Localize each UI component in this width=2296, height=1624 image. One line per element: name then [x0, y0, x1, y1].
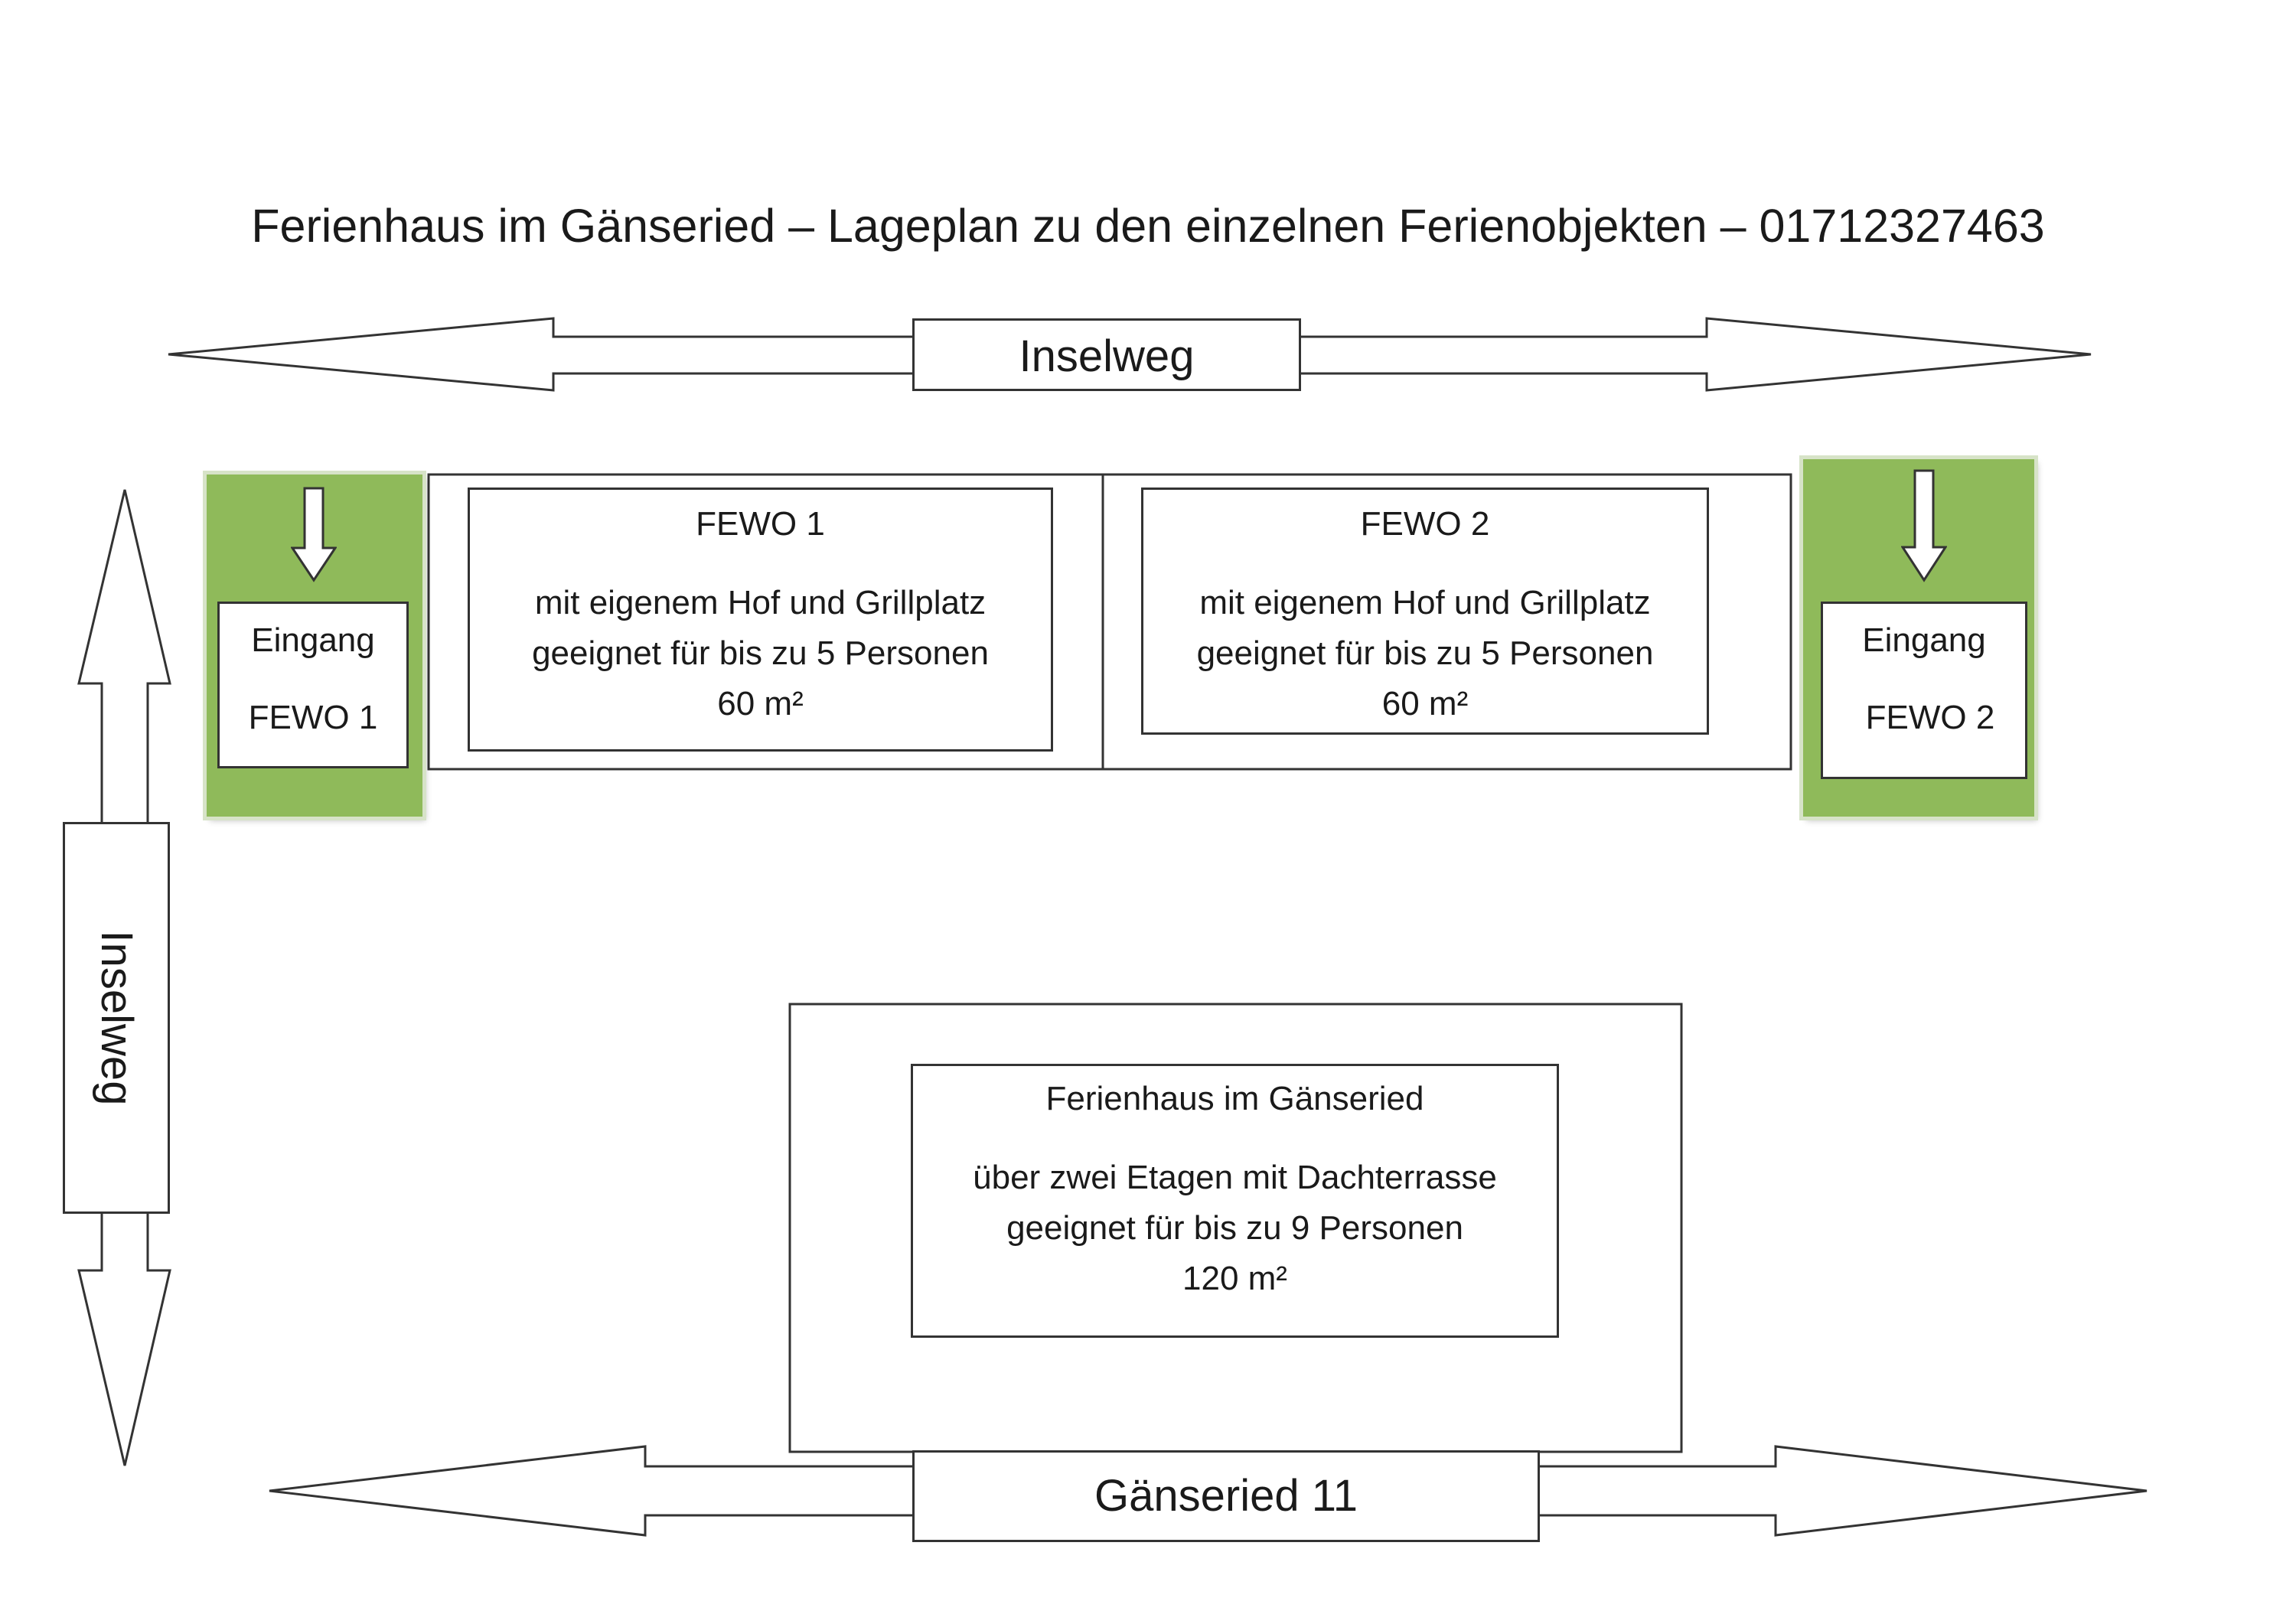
entrance-fewo-2-line1: Eingang [1862, 621, 1986, 659]
fewo-1-line3: 60 m² [717, 685, 804, 722]
house-line1: über zwei Etagen mit Dachterrasse [973, 1159, 1497, 1196]
fewo-1-line2: geeignet für bis zu 5 Personen [532, 634, 989, 672]
fewo-2-line3: 60 m² [1381, 685, 1469, 722]
fewo-2-line2: geeignet für bis zu 5 Personen [1196, 634, 1654, 672]
fewo-1-title: FEWO 1 [696, 505, 825, 543]
fewo-1-box: FEWO 1 mit eigenem Hof und Grillplatz ge… [468, 488, 1053, 752]
fewo-2-line1: mit eigenem Hof und Grillplatz [1199, 584, 1651, 621]
house-line3: 120 m² [1182, 1260, 1287, 1297]
arrow-down-icon [291, 487, 337, 582]
left-road-label: Inselweg [92, 930, 142, 1106]
top-road-label-box: Inselweg [912, 318, 1301, 391]
entrance-fewo-1-box: Eingang FEWO 1 [217, 602, 409, 768]
bottom-road-label-box: Gänseried 11 [912, 1450, 1540, 1542]
entrance-fewo-1-line2: FEWO 1 [248, 699, 378, 736]
entrance-fewo-2-box: Eingang FEWO 2 [1821, 602, 2027, 779]
page-title: Ferienhaus im Gänseried – Lageplan zu de… [251, 200, 2045, 252]
entrance-fewo-1-line1: Eingang [251, 621, 375, 659]
bottom-road-label: Gänseried 11 [1094, 1471, 1358, 1521]
fewo-2-box: FEWO 2 mit eigenem Hof und Grillplatz ge… [1141, 488, 1709, 735]
fewo-2-title: FEWO 2 [1360, 505, 1490, 543]
left-road-label-box: Inselweg [63, 822, 170, 1214]
house-line2: geeignet für bis zu 9 Personen [1006, 1209, 1463, 1247]
entrance-fewo-2-line2: FEWO 2 [1865, 699, 1995, 736]
top-road-label: Inselweg [1019, 331, 1195, 381]
arrow-down-icon [1901, 469, 1947, 582]
house-title: Ferienhaus im Gänseried [1045, 1080, 1424, 1117]
fewo-1-line1: mit eigenem Hof und Grillplatz [534, 584, 987, 621]
house-info-box: Ferienhaus im Gänseried über zwei Etagen… [911, 1064, 1559, 1338]
